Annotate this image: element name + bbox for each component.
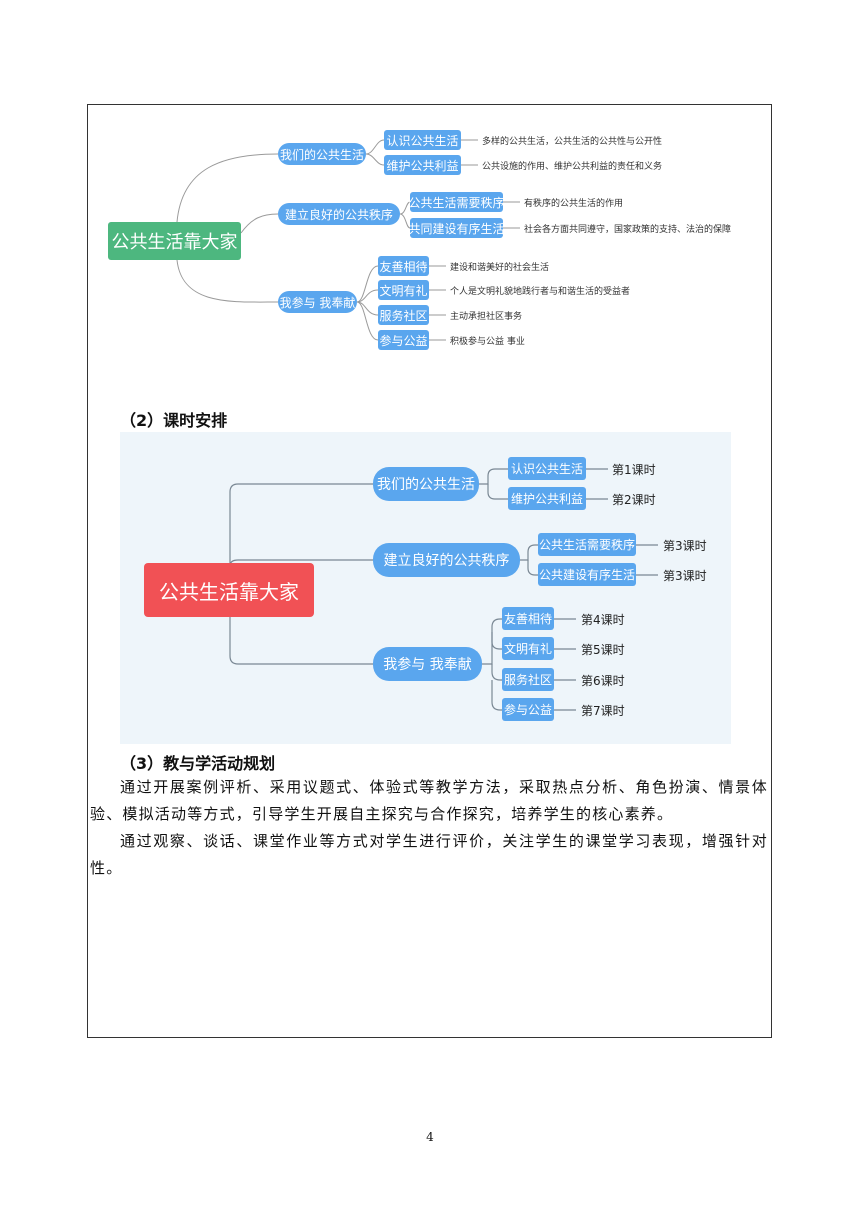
mindmap1-note: 建设和谐美好的社会生活	[450, 263, 550, 273]
mindmap1-leaf: 共同建设有序生活	[409, 218, 505, 238]
mindmap1-note: 积极参与公益 事业	[450, 337, 525, 347]
mindmap2-note: 第3课时	[663, 569, 707, 583]
mindmap2-branch: 建立良好的公共秩序	[373, 543, 520, 577]
mindmap2-branch: 我们的公共生活	[373, 467, 479, 501]
mindmap1-leaf: 文明有礼	[378, 280, 429, 300]
mindmap2-leaf: 服务社区	[502, 668, 554, 691]
mindmap1-branch: 我参与 我奉献	[278, 291, 357, 313]
mindmap1-note: 多样的公共生活，公共生活的公共性与公开性	[482, 137, 663, 147]
mindmap1-leaf: 服务社区	[378, 305, 429, 325]
mindmap2-leaf: 友善相待	[502, 607, 554, 630]
mindmap1-leaf: 维护公共利益	[384, 155, 461, 175]
mindmap1-branch: 建立良好的公共秩序	[278, 203, 400, 225]
mindmap1-note: 社会各方面共同遵守，国家政策的支持、法治的保障	[524, 225, 732, 235]
mindmap1-note: 主动承担社区事务	[450, 312, 523, 322]
mindmap2-note: 第1课时	[612, 463, 656, 477]
mindmap2-note: 第7课时	[581, 704, 625, 718]
mindmap-schedule: 公共生活靠大家 我们的公共生活 建立良好的公共秩序 我参与 我奉献 认识公共生活…	[120, 432, 731, 744]
paragraph: 通过观察、谈话、课堂作业等方式对学生进行评价，关注学生的课堂学习表现，增强针对性…	[90, 832, 768, 877]
mindmap2-note: 第4课时	[581, 613, 625, 627]
mindmap2-branch: 我参与 我奉献	[373, 647, 482, 681]
page-number: 4	[426, 1130, 434, 1144]
mindmap2-note: 第3课时	[663, 539, 707, 553]
paragraph: 通过开展案例评析、采用议题式、体验式等教学方法，采取热点分析、角色扮演、情景体验…	[90, 778, 768, 823]
mindmap-summary-connectors	[176, 139, 520, 341]
mindmap1-branch: 我们的公共生活	[278, 143, 366, 165]
mindmap1-leaf: 参与公益	[378, 330, 429, 350]
mindmap2-note: 第6课时	[581, 674, 625, 688]
mindmap2-leaf: 公共建设有序生活	[538, 563, 636, 586]
mindmap2-leaf: 维护公共利益	[508, 487, 586, 510]
mindmap1-root: 公共生活靠大家	[108, 222, 241, 260]
section-heading-schedule: （2）课时安排	[120, 411, 228, 430]
mindmap1-note: 公共设施的作用、维护公共利益的责任和义务	[482, 162, 663, 172]
mindmap2-leaf: 认识公共生活	[508, 457, 586, 480]
mindmap2-leaf: 文明有礼	[502, 637, 554, 660]
mindmap1-leaf: 友善相待	[378, 256, 429, 276]
mindmap1-note: 个人是文明礼貌地践行者与和谐生活的受益者	[450, 287, 631, 297]
mindmap1-leaf: 公共生活需要秩序	[409, 192, 505, 212]
mindmap-summary: 公共生活靠大家 我们的公共生活 建立良好的公共秩序 我参与 我奉献 认识公共生活…	[102, 128, 742, 354]
mindmap1-note: 有秩序的公共生活的作用	[524, 199, 624, 209]
mindmap2-note: 第5课时	[581, 643, 625, 657]
section-heading-activities: （3）教与学活动规划	[120, 754, 276, 773]
mindmap2-leaf: 参与公益	[502, 698, 554, 721]
mindmap2-root: 公共生活靠大家	[144, 563, 314, 617]
mindmap1-leaf: 认识公共生活	[384, 130, 461, 150]
content-frame	[87, 104, 772, 1038]
mindmap2-note: 第2课时	[612, 493, 656, 507]
mindmap2-leaf: 公共生活需要秩序	[538, 533, 636, 556]
